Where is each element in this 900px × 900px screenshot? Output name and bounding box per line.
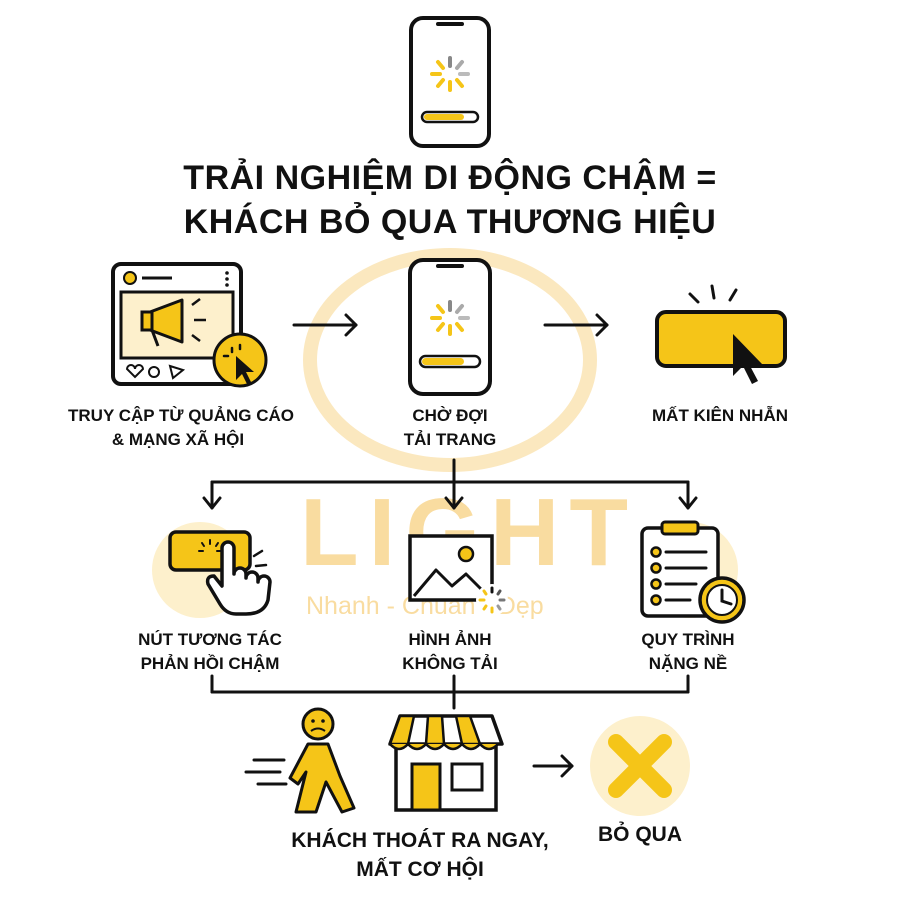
outcome-leave-label: KHÁCH THOÁT RA NGAY,MẤT CƠ HỘI bbox=[291, 829, 549, 881]
step-ad-access-label: TRUY CẬP TỪ QUẢNG CÁO& MẠNG XÃ HỘI bbox=[68, 406, 294, 449]
outcome-skip-label: BỎ QUA bbox=[598, 823, 682, 846]
step-impatient-label: MẤT KIÊN NHẪN bbox=[652, 406, 788, 425]
page-title: TRẢI NGHIỆM DI ĐỘNG CHẬM = KHÁCH BỎ QUA … bbox=[183, 159, 717, 241]
